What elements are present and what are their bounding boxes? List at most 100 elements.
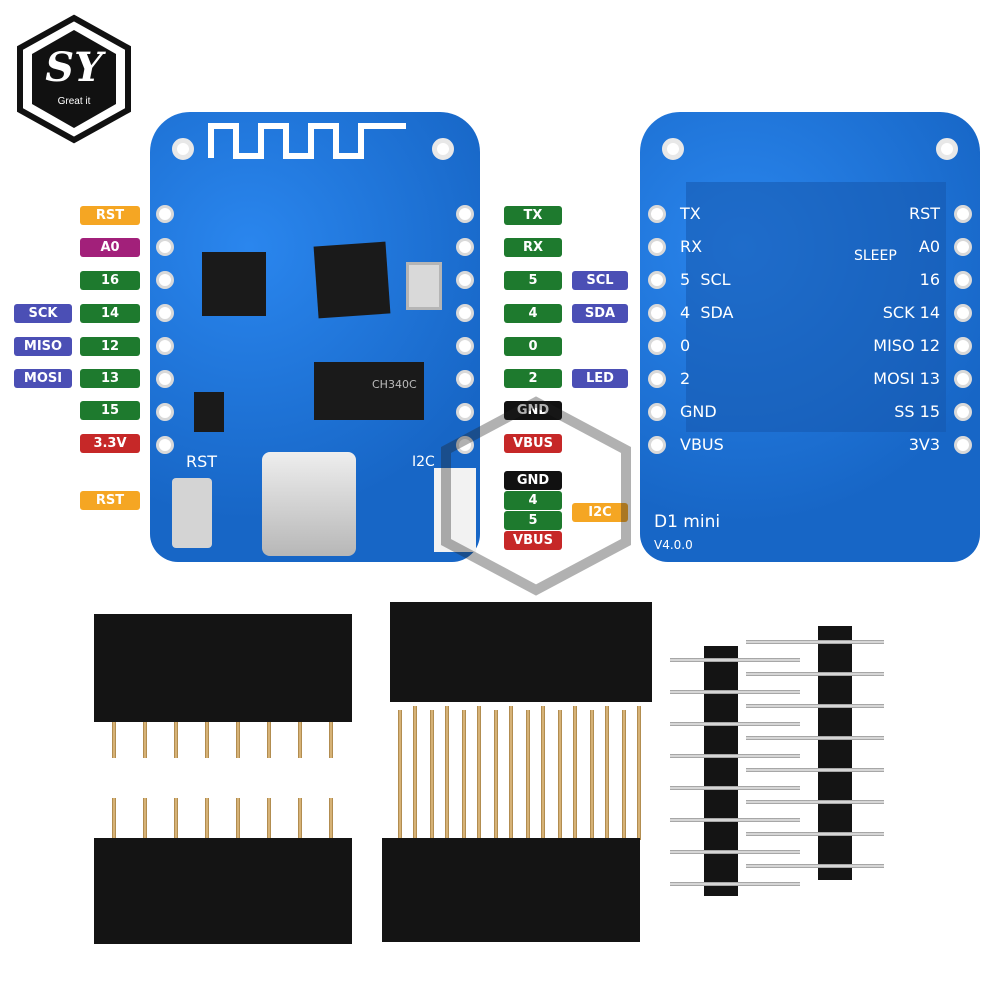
back-silk-left: RX <box>680 237 703 256</box>
pin-pad <box>156 304 174 322</box>
male-pin <box>670 690 800 694</box>
header-pin-long <box>477 706 481 840</box>
pin-pad <box>954 271 972 289</box>
back-silk-right: A0 <box>918 237 940 256</box>
header-pin-long <box>430 710 434 840</box>
header-pin-long <box>573 706 577 840</box>
back-silk-right: MISO 12 <box>873 336 940 355</box>
func-label-sda: SDA <box>572 304 628 323</box>
watermark-hexagon-icon <box>441 396 631 596</box>
pin-pad <box>954 337 972 355</box>
pin-pad <box>954 370 972 388</box>
back-silk-right: MOSI 13 <box>873 369 940 388</box>
header-pin <box>112 798 116 838</box>
pin-pad <box>954 403 972 421</box>
logo-text: SY <box>45 44 103 91</box>
i2c-label-5: 5 <box>504 511 562 530</box>
back-silk-right: SS 15 <box>894 402 940 421</box>
logo-hexagon-icon <box>17 14 131 144</box>
female-header-long-bottom <box>382 838 640 942</box>
male-header-right <box>818 626 852 880</box>
ch340-label: CH340C <box>372 378 417 391</box>
regulator-chip <box>194 392 224 432</box>
male-pin <box>746 800 884 804</box>
male-pin <box>670 818 800 822</box>
pin-label-2: 2 <box>504 369 562 388</box>
usb-c-port[interactable] <box>262 452 356 556</box>
pin-pad <box>456 304 474 322</box>
pin-pad <box>456 337 474 355</box>
header-pin <box>267 798 271 838</box>
pin-pad <box>456 205 474 223</box>
reset-button[interactable] <box>172 478 212 548</box>
func-label-led: LED <box>572 369 628 388</box>
pin-pad <box>456 403 474 421</box>
pin-pad <box>156 271 174 289</box>
female-header-top <box>94 614 352 722</box>
pin-label-13: 13 <box>80 369 140 388</box>
trace-region <box>686 182 946 432</box>
rst-button-label: RST <box>80 491 140 510</box>
back-silk-left: TX <box>680 204 701 223</box>
header-pin <box>205 798 209 838</box>
pin-pad <box>954 238 972 256</box>
pin-label-5: 5 <box>504 271 562 290</box>
sleep-label: SLEEP <box>854 248 897 264</box>
pin-pad <box>954 304 972 322</box>
male-pin <box>670 658 800 662</box>
header-pin <box>174 722 178 758</box>
male-pin <box>746 864 884 868</box>
i2c-label-4: 4 <box>504 491 562 510</box>
header-pin-long <box>622 710 626 840</box>
mount-hole-left <box>662 138 684 160</box>
header-pin <box>236 722 240 758</box>
header-pin-long <box>445 706 449 840</box>
pin-label-4: 4 <box>504 304 562 323</box>
pin-label-16: 16 <box>80 271 140 290</box>
brand-logo: SY Great it <box>14 14 134 144</box>
pin-pad <box>648 403 666 421</box>
pin-label-vbus: VBUS <box>504 434 562 453</box>
female-header-long-top <box>390 602 652 702</box>
back-silk-right: 3V3 <box>908 435 940 454</box>
pin-pad <box>156 436 174 454</box>
back-silk-right: RST <box>908 204 940 223</box>
pin-pad <box>456 370 474 388</box>
header-pin-long <box>413 706 417 840</box>
header-pin-long <box>526 710 530 840</box>
pin-pad <box>648 271 666 289</box>
header-pin <box>329 722 333 758</box>
i2c-label-vbus: VBUS <box>504 531 562 550</box>
pin-label-gnd: GND <box>504 401 562 420</box>
silk-rst: RST <box>186 452 218 471</box>
i2c-label-gnd: GND <box>504 471 562 490</box>
flash-chip <box>202 252 266 316</box>
male-pin <box>670 754 800 758</box>
logo-tagline: Great it <box>57 96 91 107</box>
pin-label-15: 15 <box>80 401 140 420</box>
pin-pad <box>648 205 666 223</box>
esp8266-chip <box>313 241 391 319</box>
crystal <box>406 262 442 310</box>
pin-pad <box>648 337 666 355</box>
male-pin <box>746 640 884 644</box>
pin-pad <box>456 436 474 454</box>
pin-pad <box>156 370 174 388</box>
ch340-chip <box>314 362 424 420</box>
header-pin <box>112 722 116 758</box>
func-label-mosi: MOSI <box>14 369 72 388</box>
header-pin-long <box>637 706 641 840</box>
pin-label-tx: TX <box>504 206 562 225</box>
header-pin-long <box>558 710 562 840</box>
header-pin <box>143 798 147 838</box>
pin-label-12: 12 <box>80 337 140 356</box>
front-pcb: CH340C RST I2C <box>150 112 480 562</box>
back-silk-left: 5 SCL <box>680 270 731 289</box>
back-silk-right: 16 <box>919 270 940 289</box>
pin-pad <box>156 205 174 223</box>
pin-pad <box>954 205 972 223</box>
header-pin <box>236 798 240 838</box>
back-silk-right: SCK 14 <box>882 303 940 322</box>
mount-hole-left <box>172 138 194 160</box>
pin-pad <box>156 403 174 421</box>
